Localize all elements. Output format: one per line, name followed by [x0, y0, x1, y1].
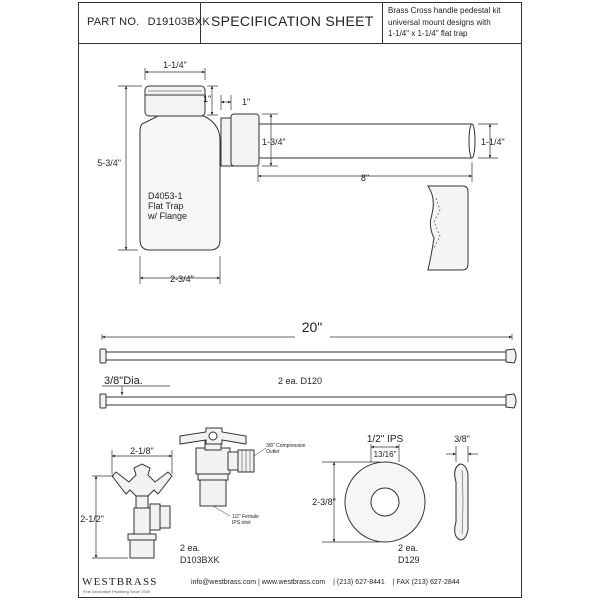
contact-fax: | FAX (213) 627-2844: [392, 579, 460, 586]
title-cell: SPECIFICATION SHEET: [201, 3, 383, 43]
brand-logo: WESTBRASS: [82, 576, 158, 588]
contact-info: info@westbrass.com | www.westbrass.com |…: [191, 579, 466, 586]
tube-diameter-label: 3/8"Dia.: [104, 375, 143, 387]
trap-model-label: w/ Flange: [147, 211, 187, 221]
valve-side-drawing: [179, 427, 267, 517]
part-label: PART NO.: [87, 16, 140, 28]
product-description: Brass Cross handle pedestal kit universa…: [388, 5, 521, 40]
trap-top-width-label: 1-1/4": [163, 60, 187, 70]
trap-outlet-height-label: 1-3/4": [262, 137, 286, 147]
flange-outer-dim-label: 2-3/8": [312, 497, 336, 507]
description-line: 1-1/4" x 1-1/4" flat trap: [388, 29, 468, 38]
tube-length-label: 20": [302, 319, 323, 335]
description-line: Brass Cross handle pedestal kit: [388, 6, 501, 15]
valve-height-label: 2-1/2": [80, 514, 104, 524]
flange-drawing: [344, 461, 469, 543]
footer: WESTBRASS Fine Decorative Plumbing Since…: [79, 575, 521, 597]
trap-overall-height-label: 5-3/4": [97, 158, 121, 168]
valve-width-label: 2-1/8": [130, 446, 154, 456]
contact-phone: | (213) 627-8441: [333, 579, 385, 586]
trap-dimensions: [118, 68, 498, 284]
trap-model-label: D4053-1: [148, 191, 183, 201]
flat-trap-drawing: [139, 85, 476, 271]
valve-outlet-note: Outlet: [266, 449, 280, 455]
part-number-cell: PART NO. D19103BXK: [79, 3, 210, 43]
valve-dimensions: [92, 450, 173, 559]
flange-dimensions: [322, 444, 478, 543]
trap-cap-height-label: 1": [203, 94, 211, 104]
trap-outlet-offset-label: 1": [242, 97, 250, 107]
flange-thickness-label: 3/8": [454, 434, 470, 444]
brand-tagline: Fine Decorative Plumbing Since 1959: [83, 589, 150, 594]
valve-model-label: D103BXK: [180, 555, 220, 565]
trap-arm-length-label: 8": [361, 173, 369, 183]
header: PART NO. D19103BXK SPECIFICATION SHEET B…: [79, 3, 521, 44]
tube-qty-label: 2 ea. D120: [278, 376, 322, 386]
flange-ips-label: 1/2" IPS: [367, 434, 404, 445]
part-number: D19103BXK: [147, 16, 210, 28]
contact-web: info@westbrass.com | www.westbrass.com: [191, 579, 326, 586]
trap-arm-diameter-label: 1-1/4": [481, 137, 505, 147]
trap-body-width-label: 2-3/4": [170, 274, 194, 284]
valve-qty-label: 2 ea.: [180, 543, 200, 553]
flange-inner-dim-label: 13/16": [374, 450, 397, 459]
description-cell: Brass Cross handle pedestal kit universa…: [383, 3, 523, 43]
page-title: SPECIFICATION SHEET: [211, 13, 374, 29]
valve-inlet-note: IPS inlet: [232, 520, 251, 526]
supply-tubes-drawing: [99, 334, 517, 409]
valve-inlet-note: 1/2" Female: [232, 514, 259, 520]
description-line: universal mount designs with: [388, 17, 491, 27]
valve-outlet-note: 3/8" Compression: [266, 443, 306, 449]
spec-sheet: PART NO. D19103BXK SPECIFICATION SHEET B…: [78, 2, 522, 598]
flange-model-label: D129: [398, 555, 420, 565]
trap-model-label: Flat Trap: [148, 201, 184, 211]
flange-qty-label: 2 ea.: [398, 543, 418, 553]
valve-front-drawing: [111, 463, 173, 559]
